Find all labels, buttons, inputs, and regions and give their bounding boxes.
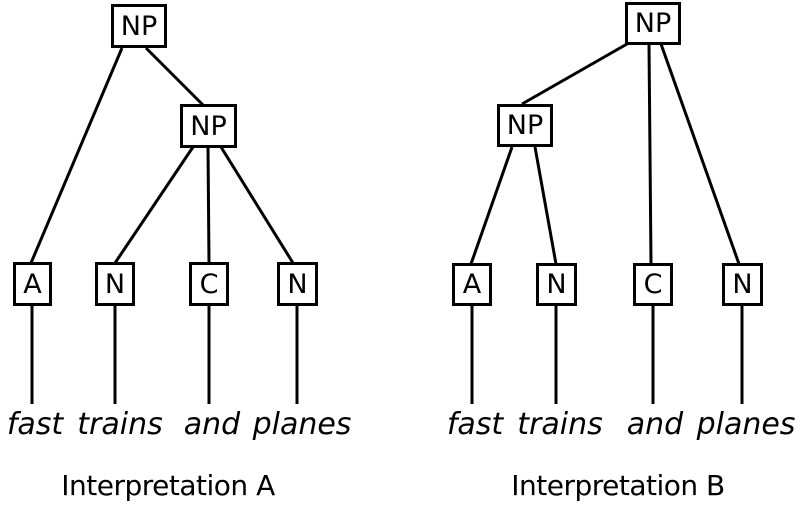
- tree-a-leaf-n2: N: [277, 262, 318, 306]
- tree-b-inner-np-node: NP: [497, 104, 553, 147]
- tree-b-word-trains: trains: [517, 407, 603, 442]
- tree-b-root-node: NP: [625, 2, 681, 45]
- edge-b-inner-to-a: [469, 146, 514, 265]
- edge-b-root-to-inner-np: [521, 42, 628, 106]
- edge-a-inner-to-c: [206, 146, 211, 264]
- tree-a-inner-np-node: NP: [180, 104, 237, 148]
- tree-a-word-fast: fast: [6, 407, 64, 442]
- edge-b-root-to-n2: [659, 43, 741, 265]
- edge-a-root-to-a: [29, 47, 124, 264]
- tree-b-leaf-n2: N: [722, 263, 763, 306]
- edge-a-inner-to-n1: [113, 146, 195, 264]
- tree-b-leaf-n1: N: [536, 263, 577, 306]
- edge-a-root-to-inner-np: [144, 46, 205, 107]
- tree-b-word-fast: fast: [446, 407, 504, 442]
- tree-b-leaf-c: C: [633, 263, 673, 306]
- tree-a-leaf-a: A: [13, 262, 52, 306]
- tree-a-word-planes: planes: [252, 407, 352, 442]
- edge-b-root-to-c: [647, 43, 653, 265]
- tree-a-word-and: and: [183, 407, 241, 442]
- tree-b-caption: Interpretation B: [511, 469, 725, 502]
- tree-a-root-node: NP: [111, 4, 167, 48]
- tree-a-leaf-n1: N: [95, 262, 135, 306]
- tree-b-word-planes: planes: [696, 407, 796, 442]
- tree-b-leaf-a: A: [452, 263, 492, 306]
- tree-a-leaf-c: C: [189, 262, 229, 306]
- tree-a-word-trains: trains: [77, 407, 163, 442]
- edge-b-inner-to-n1: [533, 146, 558, 265]
- edge-a-inner-to-n2: [219, 146, 295, 264]
- tree-b-word-and: and: [626, 407, 684, 442]
- tree-a-caption: Interpretation A: [61, 469, 275, 502]
